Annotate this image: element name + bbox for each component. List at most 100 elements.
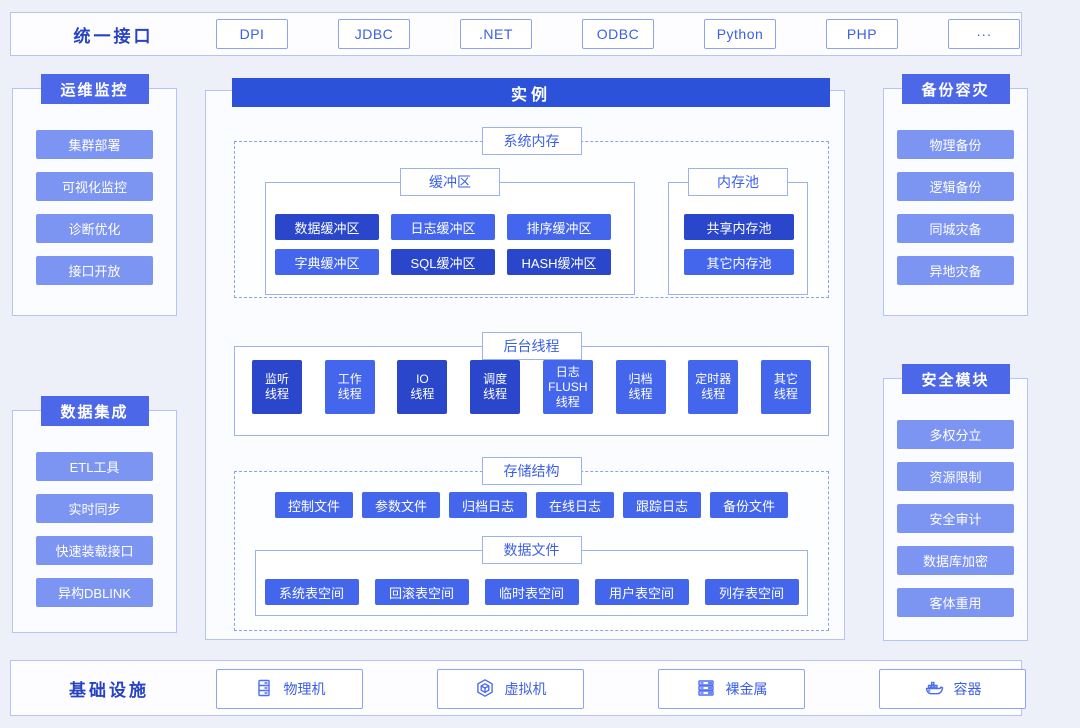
api-button: DPI [216, 19, 288, 49]
buffer-blocks: 数据缓冲区日志缓冲区排序缓冲区字典缓冲区 SQL缓冲区 HASH缓冲区 [275, 214, 611, 275]
buffer-block: SQL缓冲区 [391, 249, 495, 275]
virtual-machine-icon [475, 678, 495, 701]
panel-item: 快速装载接口 [36, 536, 153, 565]
tablespace-block: 用户表空间 [594, 579, 689, 605]
panel-item: 异地灾备 [897, 256, 1014, 285]
background-threads-label: 后台线程 [481, 332, 582, 360]
memory-pool-label: 内存池 [688, 168, 788, 196]
data-integration-panel: 数据集成 ETL工具实时同步快速装载接口异构DBLINK [12, 396, 177, 633]
buffer-block: 排序缓冲区 [507, 214, 611, 240]
unified-interface-title: 统一接口 [73, 26, 154, 46]
panel-item: 异构DBLINK [36, 578, 153, 607]
infrastructure-title: 基础设施 [69, 680, 149, 700]
data-integration-title: 数据集成 [40, 396, 149, 426]
panel-item: 同城灾备 [897, 214, 1014, 243]
api-button: .NET [460, 19, 532, 49]
buffer-group: 缓冲区 数据缓冲区日志缓冲区排序缓冲区字典缓冲区 SQL缓冲区 HASH缓冲区 [265, 168, 635, 295]
storage-file-block: 跟踪日志 [623, 492, 701, 518]
infra-button-label: 容器 [953, 681, 982, 697]
unified-interface-bar: 统一接口 DPI JDBC .NET ODBC Python PHP ··· [10, 12, 1022, 56]
panel-item: ETL工具 [36, 452, 153, 481]
physical-server-icon [254, 678, 274, 701]
thread-block: 监听 线程 [252, 360, 302, 414]
buffer-block: 日志缓冲区 [391, 214, 495, 240]
storage-file-block: 归档日志 [449, 492, 527, 518]
bare-metal-button: 裸金属 [658, 669, 805, 709]
thread-block: 其它 线程 [760, 360, 811, 414]
panel-item: 实时同步 [36, 494, 153, 523]
data-files-label: 数据文件 [481, 536, 582, 564]
tablespace-block: 系统表空间 [264, 579, 359, 605]
panel-item: 数据库加密 [897, 546, 1014, 575]
thread-block: 定时器 线程 [688, 360, 739, 414]
infra-button-label: 裸金属 [725, 681, 768, 697]
panel-item: 资源限制 [897, 462, 1014, 491]
api-button: ODBC [582, 19, 654, 49]
panel-item: 客体重用 [897, 588, 1014, 617]
system-memory-label: 系统内存 [481, 127, 582, 155]
thread-block: 工作 线程 [324, 360, 375, 414]
infra-button-label: 虚拟机 [504, 681, 547, 697]
backup-dr-title: 备份容灾 [901, 74, 1010, 104]
infrastructure-buttons: 物理机 虚拟机 [216, 669, 1026, 709]
bare-metal-icon [696, 678, 716, 701]
memory-pool-blocks: 共享内存池其它内存池 [684, 214, 794, 275]
instance-header: 实例 [232, 78, 830, 107]
background-threads-group: 后台线程 监听 线程工作 线程 IO 线程调度 线程日志 FLUSH 线程归档 线… [234, 332, 829, 436]
storage-file-blocks: 控制文件参数文件归档日志在线日志跟踪日志备份文件 [235, 492, 828, 518]
memory-pool-block: 共享内存池 [684, 214, 794, 240]
system-memory-group: 系统内存 缓冲区 数据缓冲区日志缓冲区排序缓冲区字典缓冲区 SQL缓冲区 HASH缓… [234, 127, 829, 298]
thread-block: IO 线程 [397, 360, 448, 414]
api-button-row: DPI JDBC .NET ODBC Python PHP ··· [216, 19, 1020, 49]
thread-block: 调度 线程 [470, 360, 521, 414]
backup-dr-items: 物理备份逻辑备份同城灾备异地灾备 [884, 89, 1027, 285]
instance-panel: 系统内存 缓冲区 数据缓冲区日志缓冲区排序缓冲区字典缓冲区 SQL缓冲区 HASH缓… [205, 90, 845, 640]
storage-file-block: 备份文件 [710, 492, 788, 518]
panel-item: 物理备份 [897, 130, 1014, 159]
infrastructure-bar: 基础设施 物理机 [10, 660, 1026, 716]
panel-item: 集群部署 [36, 130, 153, 159]
buffer-label: 缓冲区 [400, 168, 500, 196]
infra-button-label: 物理机 [283, 681, 326, 697]
panel-item: 安全审计 [897, 504, 1014, 533]
panel-item: 接口开放 [36, 256, 153, 285]
api-button: Python [704, 19, 776, 49]
buffer-block: 字典缓冲区 [275, 249, 379, 275]
panel-item: 逻辑备份 [897, 172, 1014, 201]
panel-item: 多权分立 [897, 420, 1014, 449]
panel-item: 诊断优化 [36, 214, 153, 243]
ops-monitoring-items: 集群部署可视化监控诊断优化接口开放 [13, 89, 176, 285]
tablespace-blocks: 系统表空间回滚表空间临时表空间用户表空间列存表空间 [256, 579, 807, 605]
storage-file-block: 在线日志 [536, 492, 614, 518]
tablespace-block: 临时表空间 [484, 579, 579, 605]
thread-block: 日志 FLUSH 线程 [542, 360, 593, 414]
container-whale-icon [924, 678, 944, 701]
ops-monitoring-panel: 运维监控 集群部署可视化监控诊断优化接口开放 [12, 74, 177, 316]
virtual-machine-button: 虚拟机 [437, 669, 584, 709]
physical-server-button: 物理机 [216, 669, 363, 709]
tablespace-block: 列存表空间 [704, 579, 799, 605]
storage-structure-label: 存储结构 [481, 457, 582, 485]
security-module-title: 安全模块 [901, 364, 1010, 394]
ops-monitoring-title: 运维监控 [40, 74, 149, 104]
panel-item: 可视化监控 [36, 172, 153, 201]
thread-block: 归档 线程 [615, 360, 666, 414]
api-button: PHP [826, 19, 898, 49]
storage-file-block: 控制文件 [275, 492, 353, 518]
tablespace-block: 回滚表空间 [374, 579, 469, 605]
data-integration-items: ETL工具实时同步快速装载接口异构DBLINK [13, 411, 176, 607]
security-module-items: 多权分立资源限制安全审计数据库加密客体重用 [884, 379, 1027, 617]
api-button: JDBC [338, 19, 410, 49]
buffer-block: 数据缓冲区 [275, 214, 379, 240]
data-files-group: 数据文件 系统表空间回滚表空间临时表空间用户表空间列存表空间 [255, 536, 808, 616]
memory-pool-group: 内存池 共享内存池其它内存池 [668, 168, 808, 295]
memory-pool-block: 其它内存池 [684, 249, 794, 275]
api-button: ··· [948, 19, 1020, 49]
thread-blocks: 监听 线程工作 线程 IO 线程调度 线程日志 FLUSH 线程归档 线程定时器 … [235, 347, 828, 414]
storage-structure-group: 存储结构 控制文件参数文件归档日志在线日志跟踪日志备份文件 数据文件 系统表空间… [234, 457, 829, 631]
buffer-block: HASH缓冲区 [507, 249, 611, 275]
backup-dr-panel: 备份容灾 物理备份逻辑备份同城灾备异地灾备 [883, 74, 1028, 316]
container-button: 容器 [879, 669, 1026, 709]
security-module-panel: 安全模块 多权分立资源限制安全审计数据库加密客体重用 [883, 364, 1028, 641]
